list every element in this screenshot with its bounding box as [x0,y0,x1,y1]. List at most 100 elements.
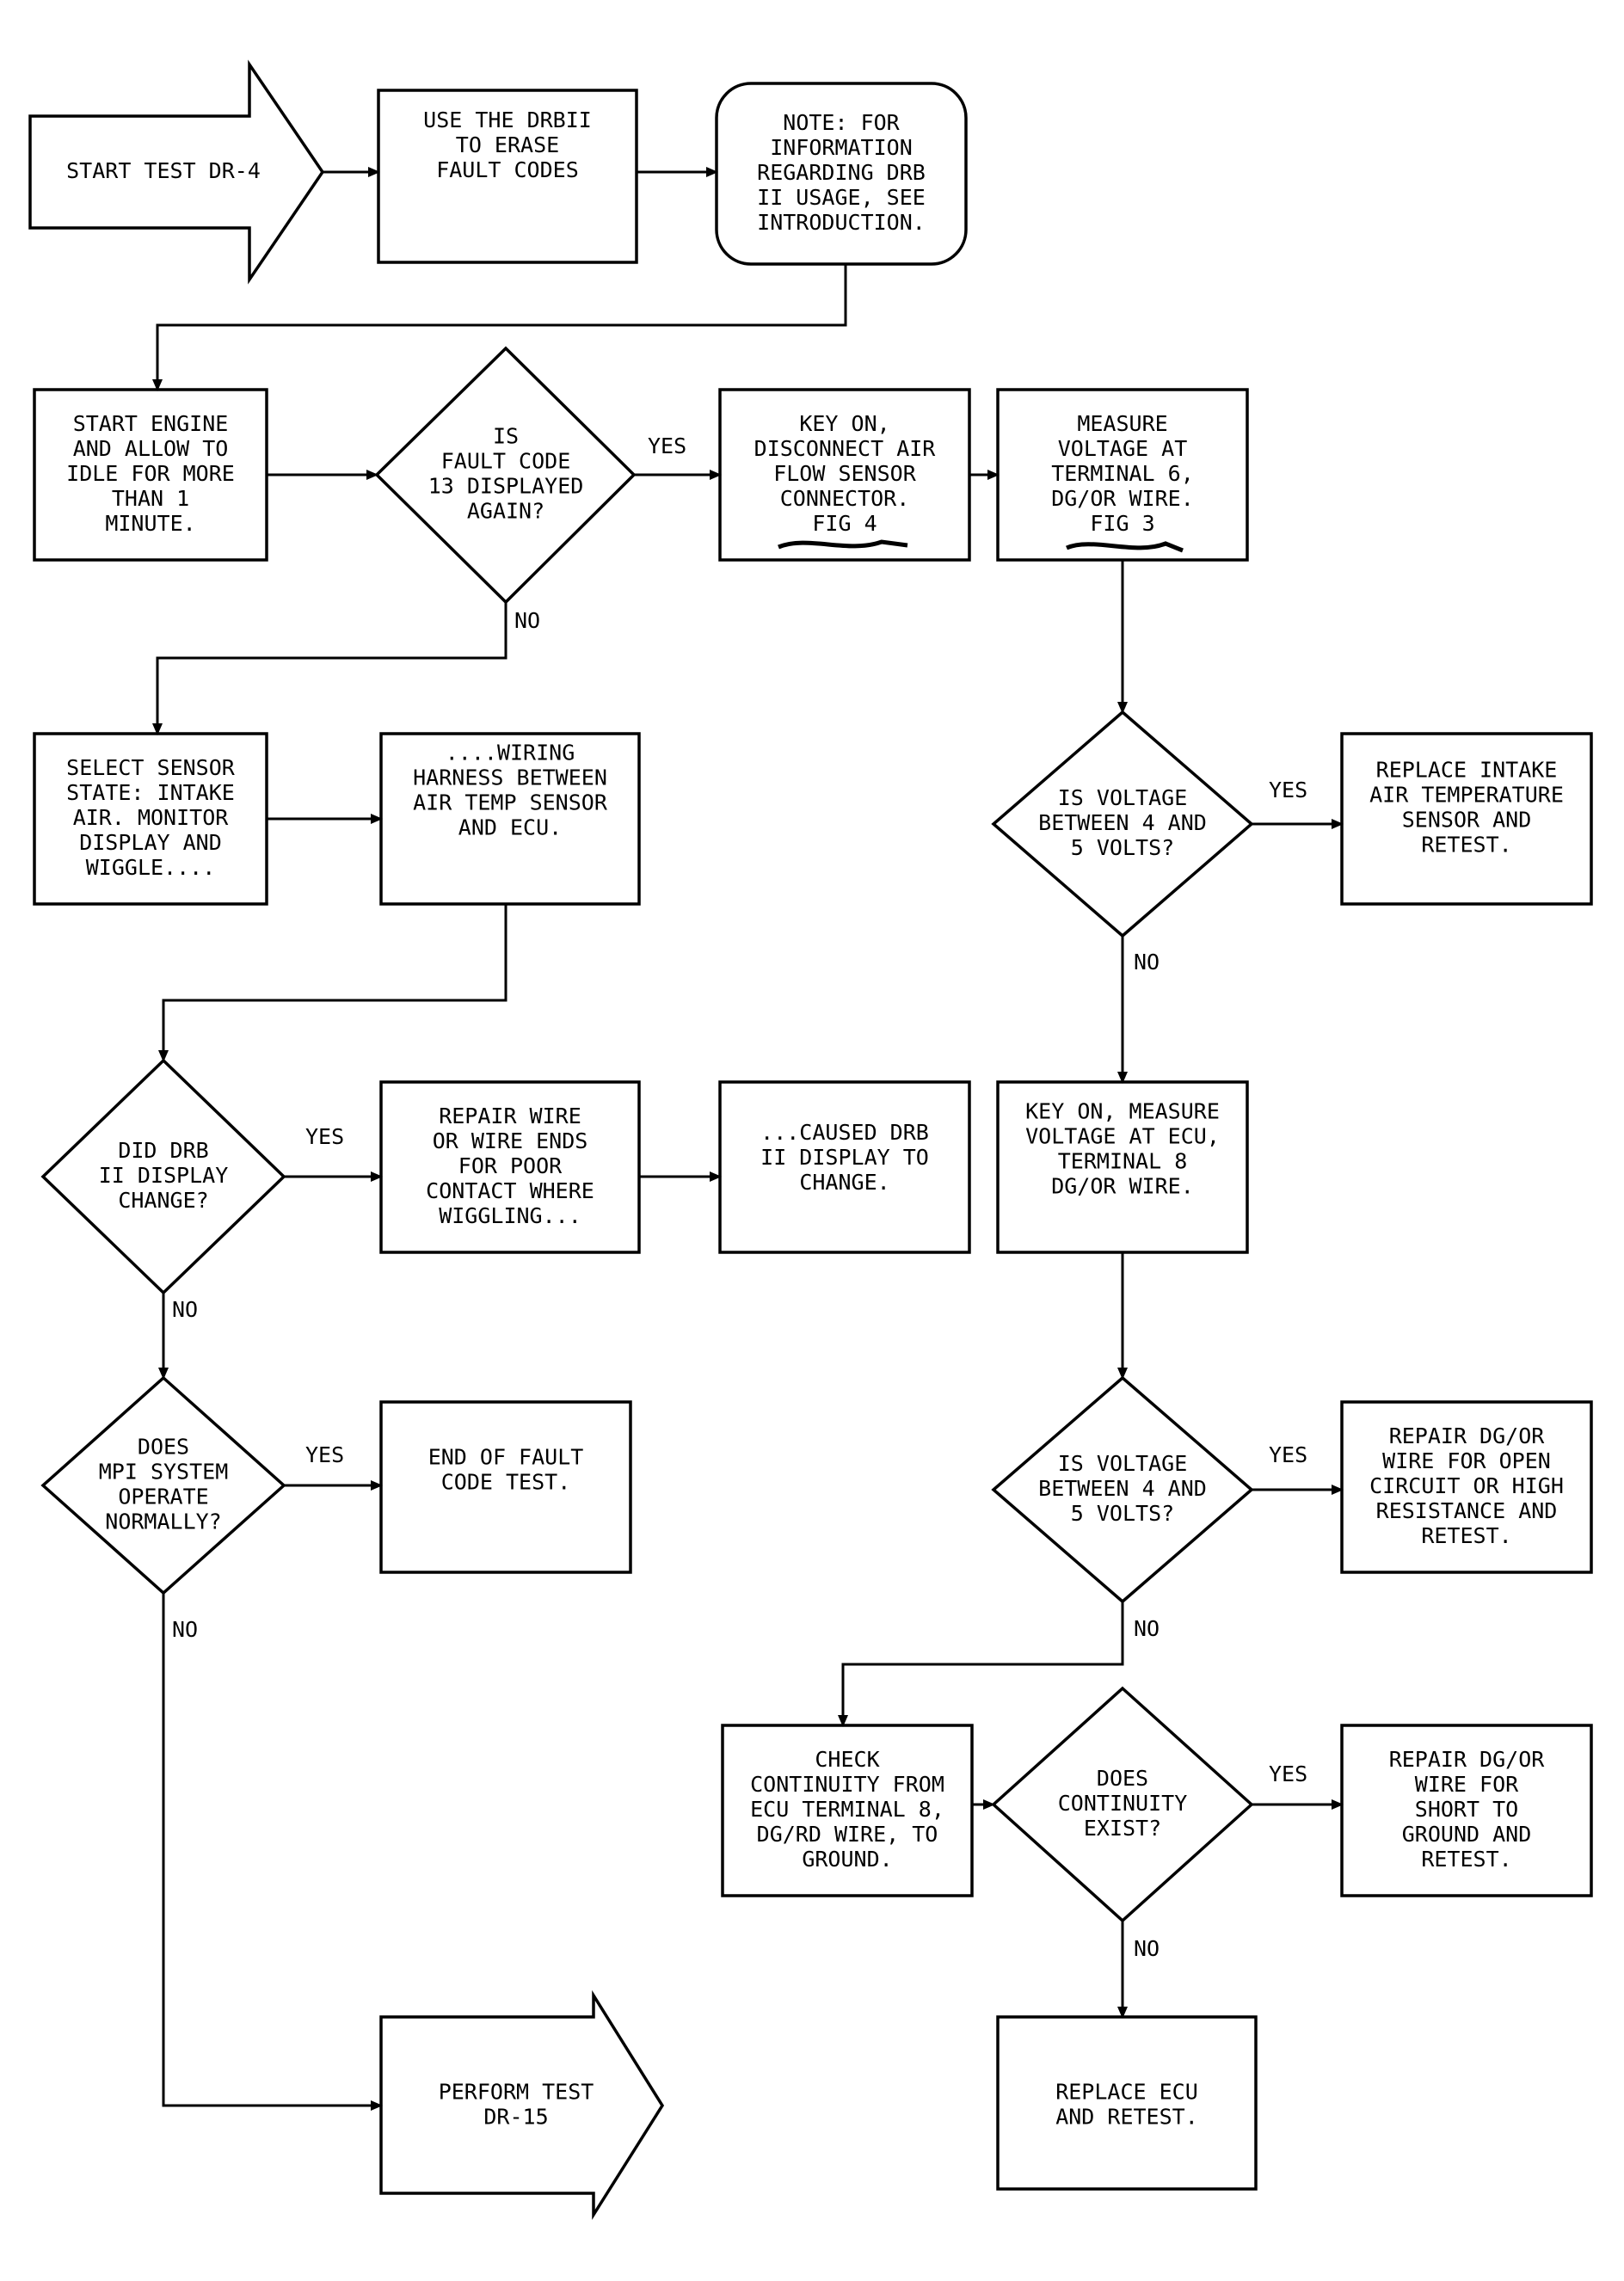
node-text-line: VOLTAGE AT [1058,436,1188,461]
node-text-line: OPERATE [118,1485,208,1509]
node-text-line: DR-15 [483,2105,548,2130]
node-text-line: II USAGE, SEE [757,185,926,210]
node-text-line: FIG 3 [1090,511,1154,536]
node-text-line: AIR TEMPERATURE [1369,783,1564,808]
no-label: NO [1134,1616,1160,1641]
connector [152,602,508,735]
node-text-line: 13 DISPLAYED [428,474,584,499]
node-text-line: MEASURE [1077,411,1167,436]
node-text-line: IS VOLTAGE [1058,785,1188,810]
connector [838,1602,1124,1727]
node-text-line: GROUND. [802,1847,892,1872]
node-text-line: 5 VOLTS? [1071,1501,1174,1526]
yes-label: YES [305,1442,344,1467]
node-text-line: CHANGE. [799,1170,889,1195]
node-text-line: AND RETEST. [1055,2105,1198,2130]
node-text-line: RETEST. [1421,833,1511,858]
node-text-line: FAULT CODES [436,157,579,182]
node-text-line: REPAIR WIRE [439,1104,581,1128]
node-text-line: NOTE: FOR [783,110,900,135]
node-text-line: AIR. MONITOR [73,805,230,830]
strikethrough-mark [778,539,908,550]
repair-short-box [1340,1724,1593,1897]
node-text-line: DG/RD WIRE, TO [757,1822,938,1847]
no-label: NO [1134,950,1160,974]
node-text-line: RETEST. [1421,1523,1511,1548]
node-text-line: DISCONNECT AIR [754,436,937,461]
node-text-line: CHANGE? [118,1188,208,1213]
repair-wire-box [379,1080,641,1254]
node-text-line: IDLE FOR MORE [66,461,235,486]
node-text-line: DISPLAY AND [79,830,222,855]
yes-label: YES [1269,1761,1307,1786]
no-label: NO [1134,1936,1160,1961]
node-text-line: ECU TERMINAL 8, [750,1797,944,1822]
node-text-line: DID DRB [118,1138,208,1163]
node-text-line: BETWEEN 4 AND [1038,810,1207,835]
node-text-line: HARNESS BETWEEN [413,765,607,790]
node-text-line: BETWEEN 4 AND [1038,1476,1207,1501]
node-text-line: CONTINUITY FROM [750,1772,944,1797]
node-text-line: WIRE FOR OPEN [1382,1448,1551,1473]
node-text-line: CODE TEST. [441,1470,571,1495]
connector [152,264,847,391]
node-text-line: FOR POOR [458,1153,563,1178]
node-text-line: OR WIRE ENDS [433,1128,588,1153]
node-text-line: IS [493,424,519,449]
node-text-line: FLOW SENSOR [773,461,917,486]
perform-test-dr15-arrow [379,1989,665,2221]
node-text-line: WIGGLE.... [86,855,216,880]
node-text-line: DOES [1097,1766,1148,1791]
node-text-line: EXIST? [1084,1816,1161,1841]
node-text-line: CONTINUITY [1058,1791,1188,1816]
start-test-dr4-arrow [28,59,325,285]
connector [158,904,508,1062]
node-text-line: II DISPLAY [99,1163,229,1188]
node-text-line: START ENGINE [73,411,229,436]
node-text-line: USE THE DRBII [423,108,592,132]
node-text-line: II DISPLAY TO [760,1145,929,1170]
no-label: NO [172,1617,198,1642]
node-text-line: GROUND AND [1402,1822,1532,1847]
node-text-line: INTRODUCTION. [757,210,926,235]
start-test-dr4-text: START TEST DR-4 [66,158,261,183]
node-text-line: END OF FAULT [428,1445,584,1470]
node-text-line: MINUTE. [105,511,195,536]
node-text-line: ...CAUSED DRB [760,1120,929,1145]
node-text-line: WIRE FOR [1415,1772,1519,1797]
node-text-line: CHECK [815,1747,879,1772]
node-text-line: VOLTAGE AT ECU, [1025,1124,1220,1149]
node-text-line: AND ECU. [458,815,562,840]
node-text-line: AIR TEMP SENSOR [413,790,608,815]
node-text-line: START TEST DR-4 [66,158,261,183]
node-text-line: CONNECTOR. [780,486,910,511]
node-text-line: SHORT TO [1415,1797,1518,1822]
node-text-line: INFORMATION [770,135,913,160]
no-label: NO [514,608,540,633]
strikethrough-mark [1066,541,1184,553]
node-text-line: PERFORM TEST [439,2080,594,2105]
node-text-line: REPAIR DG/OR [1389,1423,1546,1448]
node-text-line: TERMINAL 6, [1051,461,1194,486]
node-text-line: REPLACE INTAKE [1376,758,1558,783]
node-text-line: THAN 1 [112,486,189,511]
node-text-line: REGARDING DRB [757,160,926,185]
node-text-line: KEY ON, [799,411,889,436]
node-text-line: AND ALLOW TO [73,436,229,461]
node-text-line: RESISTANCE AND [1376,1498,1558,1523]
node-text-line: WIGGLING... [439,1203,581,1228]
